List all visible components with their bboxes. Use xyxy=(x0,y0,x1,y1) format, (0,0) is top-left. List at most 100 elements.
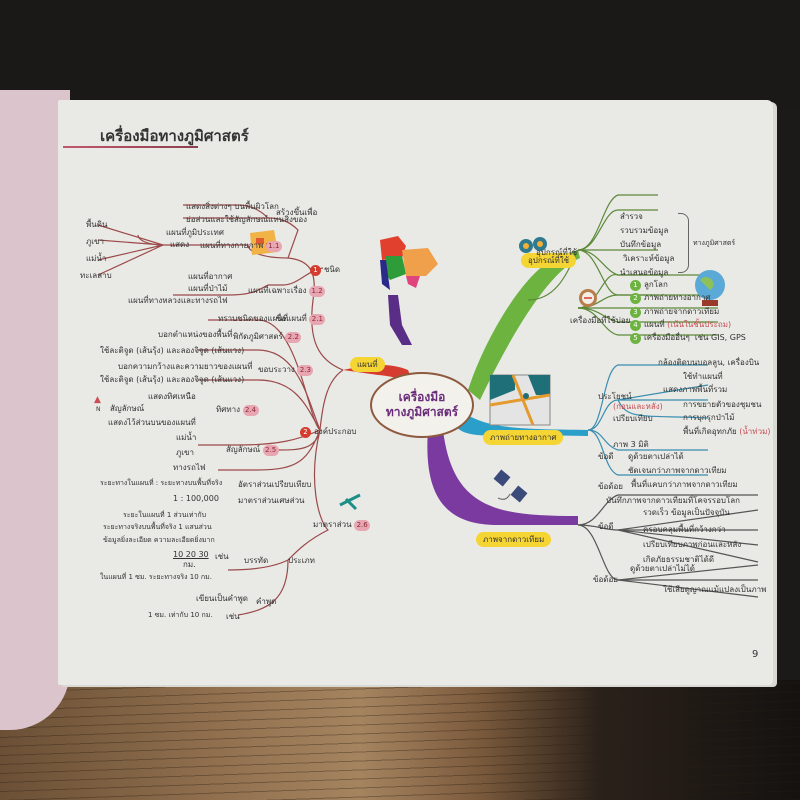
node-text: บอกตำแหน่งของพื้นที่ xyxy=(158,330,233,339)
aerial-photo-icon xyxy=(489,374,551,426)
node-text: ทะเลสาบ xyxy=(80,271,112,280)
node-text: ระยะในแผนที่ 1 ส่วนเท่ากับ xyxy=(123,511,207,519)
node-text: ครอบคลุมพื้นที่กว้างกว่า xyxy=(643,525,726,534)
node-text: ทราบชนิดของแผนที่ xyxy=(218,314,288,323)
node-text: ดูด้วยตาเปล่าไม่ได้ xyxy=(630,564,695,573)
node-text: แผนที่อากาศ xyxy=(188,272,233,281)
background-top xyxy=(0,0,800,110)
node-text: ข้อดี xyxy=(598,452,614,461)
node-text: ใช้ทำแผนที่ xyxy=(683,372,723,381)
node-text: รวดเร็ว ข้อมูลเป็นปัจจุบัน xyxy=(643,508,730,517)
node-text: แสดงสิ่งต่างๆ บนพื้นผิวโลก xyxy=(186,202,279,211)
node-text: สำรวจ xyxy=(620,212,643,221)
node-text: ข้อด้อย xyxy=(598,482,623,491)
node-text: ในแผนที่ 1 ซม. ระยะทางจริง 10 กม. xyxy=(100,573,212,581)
badge: 1.1 xyxy=(265,241,282,252)
node-text: แม่น้ำ xyxy=(176,433,197,442)
comp-scale: มาตราส่วน 2.6 xyxy=(313,520,371,531)
node-text: 10 20 30 xyxy=(173,550,209,559)
node-text: บันทึกภาพจากดาวเทียมที่โคจรรอบโลก xyxy=(606,496,741,505)
node-text: บรรทัด xyxy=(244,556,269,565)
center-node: เครื่องมือ ทางภูมิศาสตร์ xyxy=(370,372,474,438)
node-text: (ก่อนและหลัง) xyxy=(613,402,663,411)
map-type-general: แผนที่ทางกายภาพ 1.1 xyxy=(200,241,282,252)
node-text: ข้อด้อย xyxy=(593,575,618,584)
node-text: การบุกรุกป่าไม้ xyxy=(683,413,735,422)
node-text: เปรียบเทียบภาพก่อนและหลัง xyxy=(643,540,742,549)
compare-flood: พื้นที่เกิดอุทกภัย (น้ำท่วม) xyxy=(683,427,771,436)
node-text: แผนที่ทางหลวงและทางรถไฟ xyxy=(128,296,228,305)
node-text: สร้างขึ้นเพื่อ xyxy=(276,208,318,217)
node-text: ภูเขา xyxy=(176,448,194,457)
comp-symbols: สัญลักษณ์ 2.5 xyxy=(226,445,279,456)
page-number: 9 xyxy=(752,649,759,660)
book-page: เครื่องมือทางภูมิศาสตร์ xyxy=(58,100,773,685)
node-text: แผนที่ป่าไม้ xyxy=(188,284,228,293)
node-text: กม. xyxy=(183,560,196,569)
node-text: เครื่องมือที่ใช้บ่อย xyxy=(570,316,631,325)
node-text: 1 ซม. เท่ากับ 10 กม. xyxy=(148,611,213,619)
node-text: ประเภท xyxy=(288,556,315,565)
globe-icon xyxy=(695,270,725,306)
node-text: สัญลักษณ์ xyxy=(110,404,145,413)
center-title-line1: เครื่องมือ xyxy=(398,390,446,404)
scale-drafting-icon xyxy=(339,493,361,511)
node-text: ดูด้วยตาเปล่าได้ xyxy=(628,452,684,461)
node-text: ข้อมูลยิ่งละเอียด ความละเอียดยิ่งมาก xyxy=(103,536,215,544)
node-text: นำเสนอข้อมูล xyxy=(620,268,669,277)
wooden-table xyxy=(0,680,800,800)
node-text: การขยายตัวของชุมชน xyxy=(683,400,762,409)
comp-border: ขอบระวาง 2.3 xyxy=(258,365,314,376)
comp-title: ชื่อแผนที่ 2.1 xyxy=(276,314,326,325)
node-text: แผนที่ภูมิประเทศ xyxy=(166,228,224,237)
branch-label-aerial: ภาพถ่ายทางอากาศ xyxy=(483,430,564,445)
node-text: เกิดภัยธรรมชาติได้ดี xyxy=(643,555,715,564)
node-text: ประโยชน์ xyxy=(598,392,632,401)
node-text: ใช้ละติจูด (เส้นรุ้ง) และลองจิจูด (เส้นแ… xyxy=(100,346,245,355)
node-text: ชัดเจนกว่าภาพจากดาวเทียม xyxy=(628,466,727,475)
node-text: ย่อส่วนและใช้สัญลักษณ์แทนสิ่งของ xyxy=(186,215,308,224)
node-text: อัตราส่วนเปรียบเทียบ xyxy=(238,480,312,489)
node-text: บันทึกข้อมูล xyxy=(620,240,662,249)
node-text: เปรียบเทียบ xyxy=(613,414,653,423)
node-text: วิเคราะห์ข้อมูล xyxy=(623,254,675,263)
thailand-map-icon xyxy=(380,236,438,345)
map-type-thematic: แผนที่เฉพาะเรื่อง 1.2 xyxy=(248,286,326,297)
title-underline xyxy=(63,146,198,148)
north-arrow-icon: ▲ xyxy=(94,395,101,405)
wood-grain xyxy=(0,680,800,800)
node-text: ระยะทางจริงบนพื้นที่จริง 1 แสนส่วน xyxy=(103,523,212,531)
node-text: ภูเขา xyxy=(86,237,104,246)
node-text: กล้องติดบนบอลลูน, เครื่องบิน xyxy=(658,358,760,367)
node-text: ใช้ละติจูด (เส้นรุ้ง) และลองจิจูด (เส้นแ… xyxy=(100,375,245,384)
branch-label-equipment: อุปกรณ์ที่ใช้ xyxy=(521,253,577,268)
binoculars-icon xyxy=(519,237,547,253)
satellite-icon xyxy=(493,469,528,503)
page-title: เครื่องมือทางภูมิศาสตร์ xyxy=(100,127,249,145)
node-text: 1 : 100,000 xyxy=(173,494,219,503)
node-text: เช่น xyxy=(215,552,229,561)
comp-coords: พิกัดภูมิศาสตร์ 2.2 xyxy=(233,332,302,343)
bracket xyxy=(678,213,689,273)
node-text: ทางรถไฟ xyxy=(173,463,206,472)
node-text: ระยะทางในแผนที่ : ระยะทางบนพื้นที่จริง xyxy=(100,479,223,487)
comp-direction: ทิศทาง 2.4 xyxy=(216,405,259,416)
node-text: ทางภูมิศาสตร์ xyxy=(693,239,736,247)
center-title-line2: ทางภูมิศาสตร์ xyxy=(385,405,459,419)
node-text: อุปกรณ์ที่ใช้ xyxy=(536,248,578,257)
branch-label-map: แผนที่ xyxy=(350,357,385,372)
node-text: แสดงทิศเหนือ xyxy=(148,392,196,401)
node-text: ภาพ 3 มิติ xyxy=(613,440,649,449)
node-text: เช่น xyxy=(226,612,240,621)
node-text: เขียนเป็นคำพูด xyxy=(196,594,248,603)
node-text: แสดงภาพพื้นที่รวม xyxy=(663,385,728,394)
node-text: แสดง xyxy=(170,240,190,249)
node-text: แม่น้ำ xyxy=(86,254,107,263)
node-text: พื้นดิน xyxy=(86,220,108,229)
